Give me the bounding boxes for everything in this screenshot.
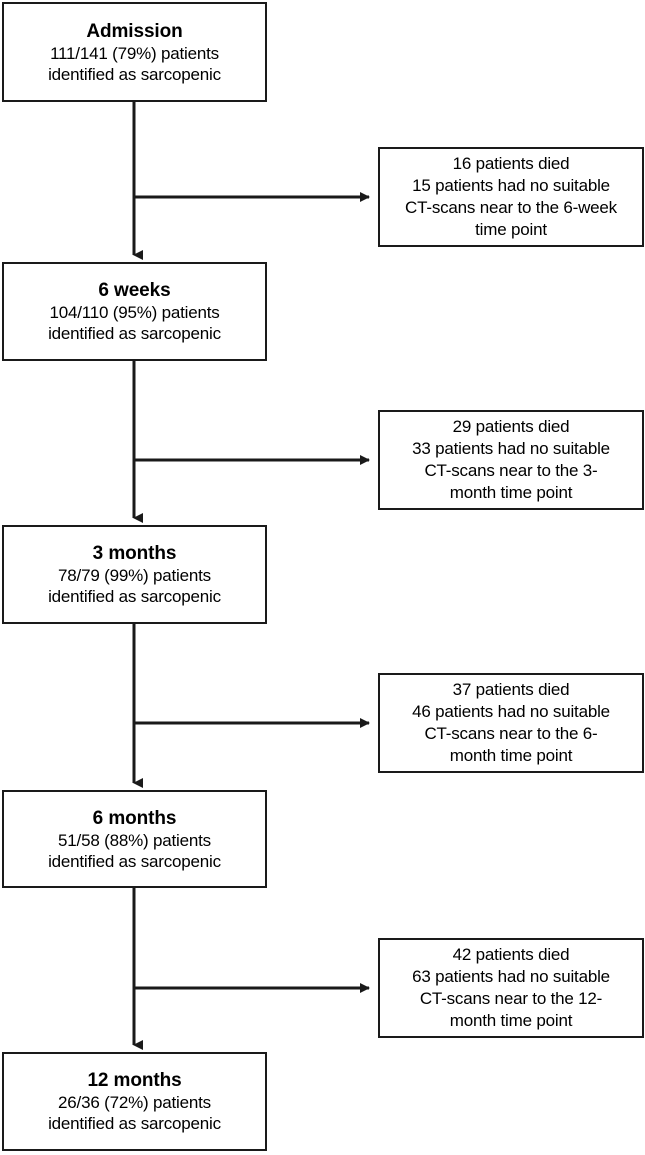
stage-detail-3-months-line2: identified as sarcopenic [48,587,221,606]
stage-detail-3-months-line1: 78/79 (99%) patients [58,566,211,585]
exclusion-6-month-line4: month time point [449,746,573,765]
exclusion-6-week-line1: 16 patients died [452,154,570,173]
stage-box-6-months: 6 months 51/58 (88%) patients identified… [2,790,267,888]
exclusion-6-week-line3: CT-scans near to the 6-week [405,198,617,217]
exclusion-3-month-line1: 29 patients died [452,417,570,436]
stage-box-6-weeks: 6 weeks 104/110 (95%) patients identifie… [2,262,267,361]
exclusion-12-month-line2: 63 patients had no suitable [412,967,610,986]
exclusion-box-6-week: 16 patients died 15 patients had no suit… [378,147,644,247]
exclusion-6-month-line2: 46 patients had no suitable [412,702,610,721]
exclusion-3-month-line2: 33 patients had no suitable [412,439,610,458]
stage-detail-6-weeks-line2: identified as sarcopenic [48,324,221,343]
stage-title-6-weeks: 6 weeks [98,280,171,301]
stage-detail-6-weeks-line1: 104/110 (95%) patients [49,303,220,322]
exclusion-box-3-month: 29 patients died 33 patients had no suit… [378,410,644,510]
stage-detail-admission-line1: 111/141 (79%) patients [50,43,219,63]
stage-box-3-months: 3 months 78/79 (99%) patients identified… [2,525,267,624]
exclusion-12-month-line1: 42 patients died [452,945,570,964]
exclusion-6-week-line4: time point [475,220,547,239]
stage-box-admission: Admission 111/141 (79%) patients identif… [2,2,267,102]
exclusion-6-month-line1: 37 patients died [452,680,570,699]
exclusion-box-12-month: 42 patients died 63 patients had no suit… [378,938,644,1038]
exclusion-12-month-line3: CT-scans near to the 12- [419,989,603,1008]
stage-detail-admission-line2: identified as sarcopenic [48,64,221,84]
exclusion-6-month-line3: CT-scans near to the 6- [424,724,598,743]
stage-title-6-months: 6 months [92,807,177,829]
stage-detail-6-months-line2: identified as sarcopenic [48,851,221,871]
exclusion-box-6-month: 37 patients died 46 patients had no suit… [378,673,644,773]
exclusion-3-month-line4: month time point [449,483,573,502]
stage-detail-12-months-line1: 26/36 (72%) patients [58,1093,211,1112]
stage-title-3-months: 3 months [92,543,177,564]
stage-title-12-months: 12 months [87,1070,182,1091]
exclusion-12-month-line4: month time point [449,1011,573,1030]
stage-title-admission: Admission [86,20,183,42]
exclusion-6-week-line2: 15 patients had no suitable [412,176,610,195]
stage-detail-12-months-line2: identified as sarcopenic [48,1114,221,1133]
stage-box-12-months: 12 months 26/36 (72%) patients identifie… [2,1052,267,1151]
exclusion-3-month-line3: CT-scans near to the 3- [424,461,598,480]
stage-detail-6-months-line1: 51/58 (88%) patients [58,830,211,850]
